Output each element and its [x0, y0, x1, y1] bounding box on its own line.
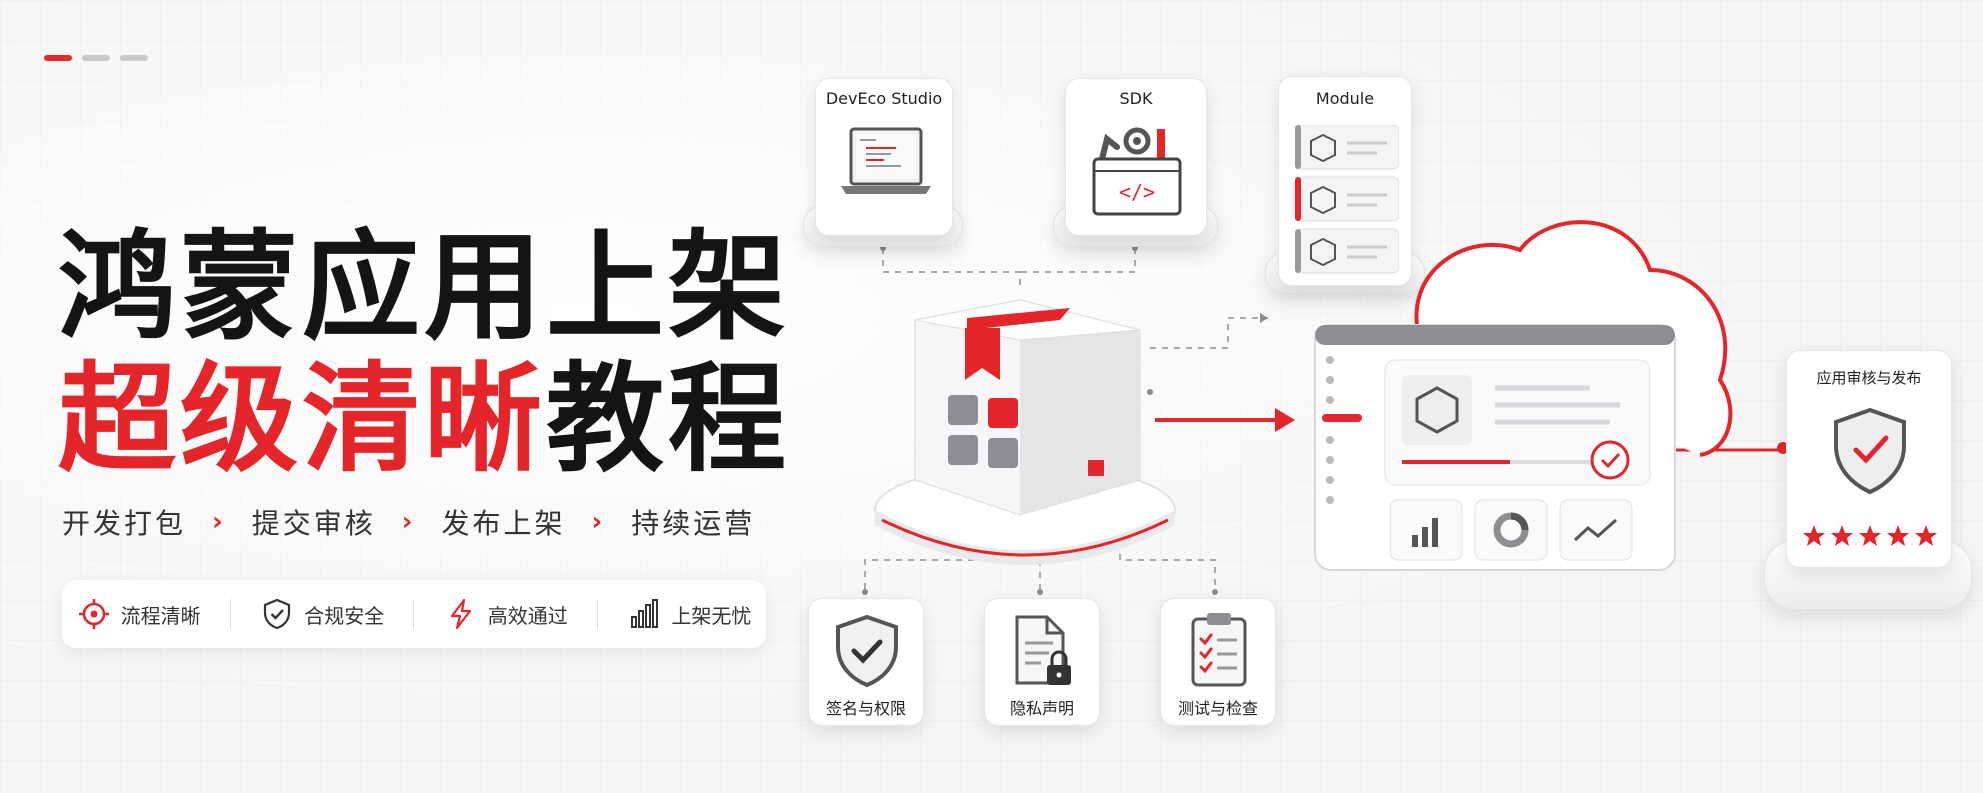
feature-label: 高效通过 — [487, 603, 568, 628]
headline-red-text: 超级清晰 — [58, 350, 547, 488]
indicator-dot[interactable] — [120, 55, 148, 61]
release-card[interactable]: 应用审核与发布 — [1786, 350, 1952, 568]
feature-label: 上架无忧 — [671, 603, 752, 628]
shield-check-icon — [264, 598, 291, 630]
toolbox-icon: </> — [1092, 127, 1182, 216]
module-stack-icon — [1295, 125, 1399, 274]
step-label: 提交审核 — [251, 507, 376, 540]
cloud-dashboard-illustration — [1314, 220, 1733, 572]
testing-check-card[interactable]: 测试与检查 — [1160, 598, 1276, 726]
card-label: 隐私声明 — [1009, 699, 1074, 718]
target-icon — [78, 599, 109, 629]
document-lock-icon — [1015, 615, 1071, 685]
divider — [413, 599, 415, 629]
step-label: 持续运营 — [631, 507, 756, 540]
privacy-statement-card[interactable]: 隐私声明 — [984, 598, 1100, 726]
signature-permission-card[interactable]: 签名与权限 — [808, 598, 924, 726]
card-label: 测试与检查 — [1177, 699, 1258, 718]
app-package-icon — [874, 299, 1176, 565]
step-label: 发布上架 — [441, 507, 566, 540]
indicator-dot-active[interactable] — [44, 55, 72, 61]
headline-line-2: 超级清晰教程 — [58, 360, 790, 478]
checklist-icon — [1191, 613, 1247, 687]
carousel-indicator[interactable] — [44, 55, 148, 61]
chevron-right-icon: › — [212, 507, 226, 537]
devEco-studio-card[interactable]: DevEco Studio — [815, 78, 953, 236]
svg-text:</>: </> — [1119, 180, 1155, 204]
sdk-card[interactable]: SDK </> — [1065, 78, 1207, 236]
card-label: Module — [1315, 89, 1375, 108]
bar-chart-icon — [631, 599, 659, 628]
card-label: 签名与权限 — [825, 699, 906, 718]
shield-check-icon — [836, 614, 898, 688]
headline-dark-text: 教程 — [546, 350, 791, 488]
feature-bar: 流程清晰 合规安全 高效通过 上架无忧 — [62, 580, 766, 648]
divider — [229, 599, 231, 629]
divider — [597, 599, 599, 629]
chevron-right-icon: › — [401, 507, 416, 537]
headline-line-1: 鸿蒙应用上架 — [58, 218, 791, 356]
indicator-dot[interactable] — [82, 55, 110, 61]
feature-item: 上架无忧 — [627, 597, 751, 631]
card-label: SDK — [1119, 89, 1153, 108]
feature-item: 流程清晰 — [77, 597, 201, 631]
card-label: 应用审核与发布 — [1816, 369, 1922, 387]
laptop-icon — [841, 127, 931, 194]
feature-item: 合规安全 — [260, 597, 384, 631]
feature-item: 高效通过 — [444, 597, 568, 631]
lightning-icon — [450, 598, 471, 630]
step-label: 开发打包 — [62, 507, 187, 540]
process-steps: 开发打包 › 提交审核 › 发布上架 › 持续运营 — [62, 502, 755, 542]
feature-label: 流程清晰 — [120, 603, 201, 628]
chevron-right-icon: › — [591, 507, 606, 537]
card-label: DevEco Studio — [825, 89, 943, 108]
feature-label: 合规安全 — [304, 603, 385, 628]
shield-check-icon — [1834, 407, 1906, 495]
star-rating-icon — [1803, 525, 1937, 546]
module-card[interactable]: Module — [1278, 76, 1412, 286]
